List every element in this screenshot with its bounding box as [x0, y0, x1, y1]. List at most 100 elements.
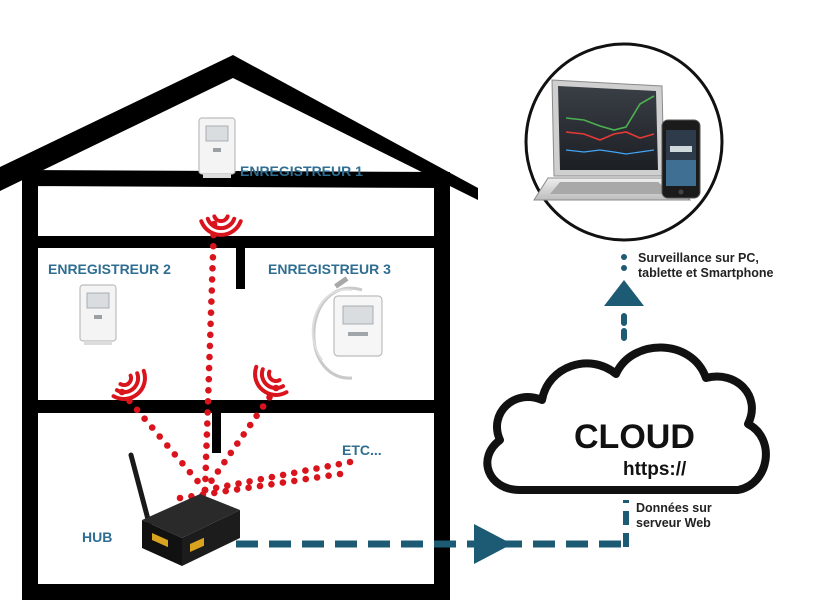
arrow-right-icon: [474, 524, 512, 564]
laptop-and-smartphone-icon: [524, 42, 724, 242]
house-outer-wall: [22, 169, 450, 600]
recorder-1-label: ENREGISTREUR 1: [240, 163, 363, 179]
signal-dot: [202, 475, 209, 483]
recorder-3-device: [311, 276, 383, 380]
probe-tip: [334, 276, 349, 289]
signal-dot: [313, 474, 321, 481]
signal-dot: [212, 484, 220, 492]
arrow-up-icon: [604, 280, 644, 306]
monitoring-label-line1: Surveillance sur PC,: [638, 251, 759, 265]
signal-dot: [279, 479, 287, 486]
house-partition-lower: [212, 410, 221, 453]
signal-dot: [253, 412, 260, 420]
signal-dot: [208, 287, 216, 294]
signal-dot: [259, 403, 267, 410]
signal-dot: [313, 465, 320, 472]
screen-graph-red: [565, 131, 655, 141]
signal-dot: [209, 253, 217, 261]
data-server-label-line1: Données sur: [636, 501, 712, 515]
wifi-arc: [114, 371, 141, 395]
recorder-2-label: ENREGISTREUR 2: [48, 261, 171, 277]
signal-dot: [171, 451, 179, 458]
hub-port-2: [190, 537, 204, 552]
signal-dot: [221, 458, 228, 466]
hub-side: [182, 510, 240, 566]
signal-dot: [133, 406, 141, 414]
device-base: [203, 174, 231, 178]
signal-dot: [245, 484, 252, 492]
smartphone-home-button: [678, 189, 684, 195]
signal-dot: [206, 342, 214, 350]
signal-dot: [208, 298, 215, 305]
signal-dot: [204, 420, 211, 427]
cloud-shape: [483, 343, 770, 494]
hub-top: [142, 494, 240, 538]
signal-dot: [227, 449, 235, 457]
device-screen: [205, 125, 229, 142]
signal-dot: [246, 478, 253, 485]
recorder-1-device: [198, 117, 236, 178]
house: [0, 55, 478, 600]
dot: [621, 254, 627, 260]
signal-dot: [156, 433, 163, 440]
house-partition-upper: [236, 245, 245, 289]
wifi-arc: [253, 364, 289, 397]
cloud-title: CLOUD: [574, 418, 695, 456]
signal-dot: [233, 486, 241, 493]
signal-dot: [214, 468, 222, 475]
signal-dot: [203, 431, 211, 438]
device-screen: [86, 292, 110, 309]
house-roof: [0, 55, 478, 200]
signal-dot: [207, 320, 214, 328]
signal-dot: [235, 480, 242, 487]
wifi-signal-icon: [111, 368, 147, 401]
signal-dot: [222, 487, 229, 495]
monitoring-label-line2: tablette et Smartphone: [638, 266, 773, 280]
hub-port: [152, 533, 168, 548]
signal-dot: [302, 467, 309, 474]
signal-dot: [268, 473, 276, 481]
signal-dot: [268, 481, 275, 488]
signal-dot: [325, 472, 332, 480]
wifi-arc: [118, 373, 134, 388]
hub-to-cloud-link: [236, 500, 629, 564]
device-button: [94, 315, 102, 319]
signal-dot: [148, 424, 156, 431]
signal-dot: [240, 431, 247, 438]
dot: [621, 265, 627, 271]
wifi-signal-icon: [199, 214, 243, 237]
house-floor-lower: [30, 400, 442, 413]
signal-dot: [205, 364, 213, 372]
signal-dot: [234, 440, 241, 447]
recorder-3-label: ENREGISTREUR 3: [268, 261, 391, 277]
smartphone-readout: [670, 146, 692, 152]
signal-dot: [208, 477, 215, 485]
signal-dot: [141, 415, 148, 423]
signal-dot: [256, 482, 264, 490]
signal-dot: [335, 460, 343, 468]
signal-dot: [336, 470, 344, 478]
hub-label: HUB: [82, 529, 112, 545]
signal-dot: [207, 309, 215, 317]
data-server-label-line2: serveur Web: [636, 516, 711, 530]
house-floor-upper: [30, 236, 442, 248]
screen-graph-green: [565, 95, 655, 131]
device-base: [84, 341, 112, 345]
signal-dot: [203, 442, 210, 450]
device-screen: [342, 305, 374, 325]
signal-dot: [291, 477, 298, 485]
signal-dot: [211, 489, 218, 497]
screen-graph-blue: [565, 149, 655, 155]
cloud-protocol: https://: [623, 459, 687, 480]
etc-label: ETC...: [342, 442, 382, 458]
signal-dot: [302, 475, 310, 483]
signal-dot: [205, 387, 212, 394]
signal-dot: [207, 331, 214, 339]
recorder-2-device: [79, 284, 117, 345]
signal-dot-lines: [118, 220, 354, 502]
wifi-arc: [205, 216, 237, 231]
wifi-arc: [259, 367, 286, 391]
signal-dot: [210, 242, 217, 250]
